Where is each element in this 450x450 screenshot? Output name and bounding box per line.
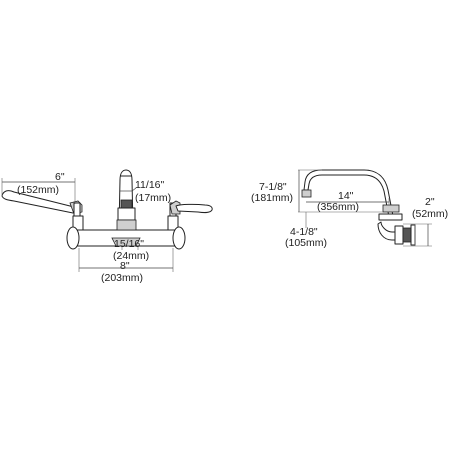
dim-handle-length-imperial: 6" xyxy=(55,171,65,183)
dim-spout-size: 11/16" (17mm) xyxy=(120,179,171,204)
dim-wall-offset-metric: (105mm) xyxy=(285,237,327,249)
dim-centers-metric: (203mm) xyxy=(101,272,143,284)
left-wrist-blade-handle xyxy=(1,190,83,218)
dim-body-size: 15/16" (24mm) xyxy=(113,238,149,262)
faucet-body xyxy=(66,226,186,250)
dim-centers-imperial: 8" xyxy=(120,260,130,272)
dim-spout-height: 7-1/8" (181mm) xyxy=(251,169,383,213)
side-valve-body xyxy=(377,204,416,246)
dim-wall-offset: 4-1/8" (105mm) xyxy=(285,212,327,249)
side-view: 7-1/8" (181mm) 14" (356mm) 4-1/8" (105mm… xyxy=(251,169,448,249)
dim-body-size-metric: (24mm) xyxy=(113,250,149,262)
dim-spout-height-metric: (181mm) xyxy=(251,192,293,204)
dim-handle-length-metric: (152mm) xyxy=(17,184,59,196)
dim-spout-size-imperial: 11/16" xyxy=(135,179,164,191)
dim-flange-depth-metric: (52mm) xyxy=(412,208,448,220)
dim-spout-reach-imperial: 14" xyxy=(338,190,354,202)
dim-flange-depth-imperial: 2" xyxy=(425,196,435,208)
dim-centers: 8" (203mm) xyxy=(78,248,174,284)
dim-spout-reach: 14" (356mm) xyxy=(306,190,390,213)
dim-handle-length: 6" (152mm) xyxy=(1,171,76,204)
front-spout xyxy=(116,169,137,231)
dim-spout-height-imperial: 7-1/8" xyxy=(259,181,287,193)
front-view: 6" (152mm) 11/16" (17mm) 15/16" (24mm) 8… xyxy=(1,169,213,284)
dim-spout-reach-metric: (356mm) xyxy=(317,201,359,213)
right-wrist-blade-handle xyxy=(169,200,213,218)
dim-flange-depth: 2" (52mm) xyxy=(403,196,448,247)
dim-wall-offset-imperial: 4-1/8" xyxy=(290,226,318,238)
dim-spout-size-metric: (17mm) xyxy=(135,192,171,204)
dim-body-size-imperial: 15/16" xyxy=(114,238,144,250)
